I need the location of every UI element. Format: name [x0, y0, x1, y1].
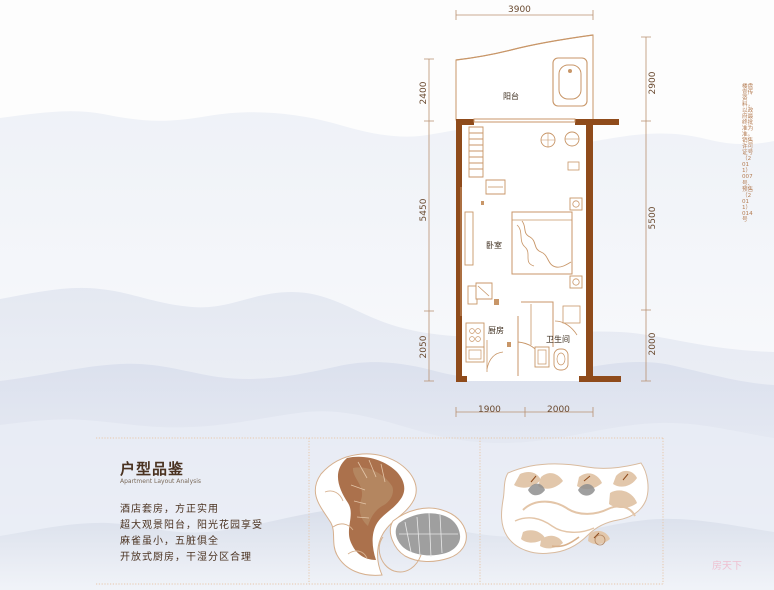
- room-label-bedroom: 卧室: [486, 241, 502, 250]
- dimension-right-middle: 5500: [648, 206, 658, 230]
- dimension-left-middle: 5450: [419, 198, 429, 222]
- dimension-left-top: 2400: [419, 81, 429, 105]
- building-footprint-map: [314, 453, 467, 576]
- layout-analysis-panel: 户型品鉴 Apartment Layout Analysis 酒店套房，方正实用…: [96, 440, 476, 580]
- room-label-kitchen: 厨房: [488, 326, 504, 335]
- analysis-title: 户型品鉴: [120, 460, 185, 478]
- room-label-balcony: 阳台: [503, 92, 519, 101]
- dimension-top-width: 3900: [508, 5, 531, 15]
- feature-line-4: 开放式厨房，干湿分区合理: [120, 552, 252, 563]
- dimension-left-bottom: 2050: [419, 335, 429, 359]
- dimension-right-top: 2900: [648, 71, 658, 95]
- dimension-bottom-right: 2000: [547, 405, 570, 415]
- side-legal-note: 楼盘宣传资料，以政府最终批准为准。销售许可证号（2011）007号、预售（201…: [742, 84, 754, 223]
- room-label-bathroom: 卫生间: [546, 335, 570, 344]
- feature-line-2: 超大观景阳台，阳光花园享受: [120, 520, 263, 531]
- feature-line-3: 麻雀虽小，五脏俱全: [120, 536, 219, 547]
- site-plan-map: [501, 462, 649, 554]
- dimension-bottom-left: 1900: [478, 405, 501, 415]
- feature-line-1: 酒店套房，方正实用: [120, 504, 219, 515]
- watermark: 房天下: [712, 561, 742, 572]
- dimension-right-bottom: 2000: [648, 332, 658, 356]
- analysis-subtitle: Apartment Layout Analysis: [120, 478, 202, 485]
